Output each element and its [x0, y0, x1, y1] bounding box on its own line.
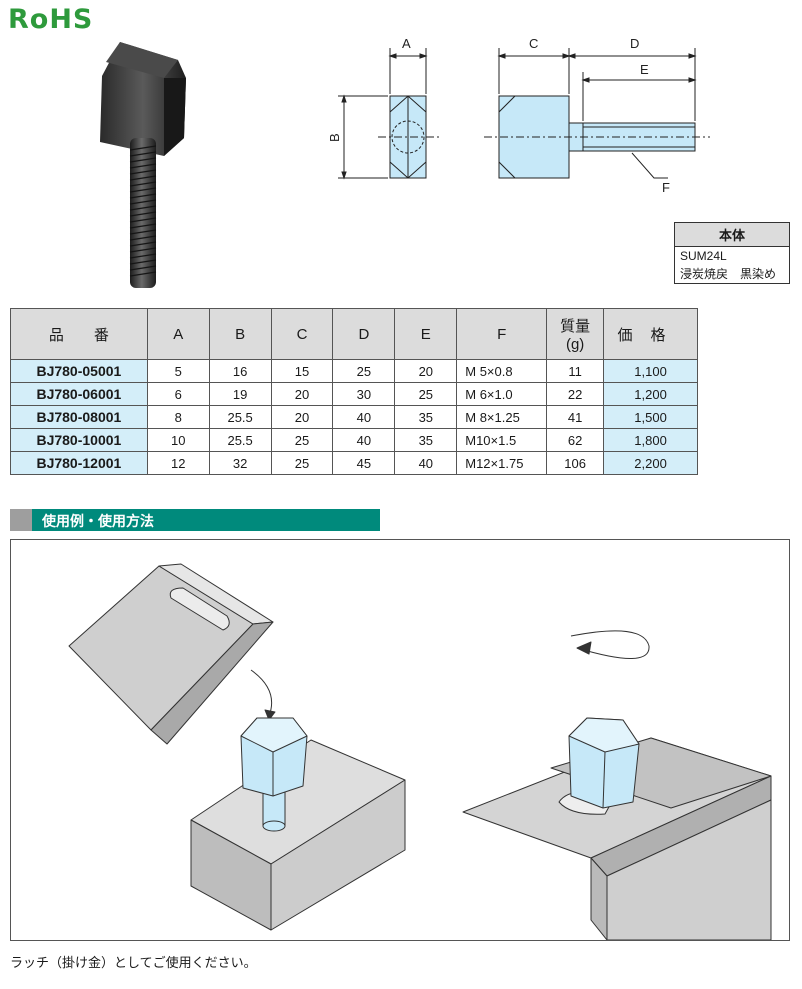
cell-mass: 62	[546, 428, 605, 452]
cell-f: M 8×1.25	[456, 405, 548, 429]
cell-f: M 6×1.0	[456, 382, 548, 406]
table-header-row: 品 番 A B C D E F 質量 (g) 価格	[10, 308, 698, 360]
header-a: A	[146, 308, 210, 360]
cell-a: 12	[146, 451, 210, 475]
cell-c: 25	[270, 451, 334, 475]
header-price: 価格	[603, 308, 698, 360]
cell-price: 1,100	[603, 359, 698, 383]
cell-d: 40	[332, 405, 396, 429]
cell-c: 20	[270, 382, 334, 406]
section-title: 使用例・使用方法	[42, 513, 154, 529]
cell-part-no: BJ780-08001	[10, 405, 148, 429]
cell-mass: 11	[546, 359, 605, 383]
material-line-1: SUM24L	[680, 249, 727, 263]
dim-label-b: B	[327, 133, 342, 142]
material-line-2: 浸炭焼戻 黒染め	[680, 267, 777, 281]
cell-price: 1,200	[603, 382, 698, 406]
cell-part-no: BJ780-06001	[10, 382, 148, 406]
cell-a: 8	[146, 405, 210, 429]
cell-price: 1,500	[603, 405, 698, 429]
cell-e: 35	[394, 405, 458, 429]
cell-price: 2,200	[603, 451, 698, 475]
header-mass-label: 質量	[560, 318, 591, 335]
header-mass-unit: (g)	[565, 336, 585, 353]
cell-c: 15	[270, 359, 334, 383]
cell-price: 1,800	[603, 428, 698, 452]
cell-d: 30	[332, 382, 396, 406]
section-marker	[10, 509, 32, 531]
product-photo	[100, 42, 186, 288]
header-c: C	[270, 308, 334, 360]
cell-c: 20	[270, 405, 334, 429]
cell-b: 16	[208, 359, 272, 383]
plate-slot	[169, 587, 230, 631]
dim-label-f: F	[662, 180, 670, 195]
cell-d: 40	[332, 428, 396, 452]
cell-f: M12×1.75	[456, 451, 548, 475]
rotate-arrow	[576, 641, 592, 655]
material-box: 本体 SUM24L 浸炭焼戻 黒染め	[674, 222, 790, 284]
slotted-plate	[68, 565, 254, 731]
technical-drawing: A B C D E F	[327, 36, 710, 195]
dim-label-e: E	[640, 62, 649, 77]
cell-b: 25.5	[208, 405, 272, 429]
usage-illustration	[68, 563, 772, 941]
cell-b: 32	[208, 451, 272, 475]
cell-b: 25.5	[208, 428, 272, 452]
cell-a: 5	[146, 359, 210, 383]
cell-mass: 22	[546, 382, 605, 406]
dim-label-c: C	[529, 36, 538, 51]
cell-part-no: BJ780-05001	[10, 359, 148, 383]
header-e: E	[394, 308, 458, 360]
cell-f: M10×1.5	[456, 428, 548, 452]
cell-part-no: BJ780-10001	[10, 428, 148, 452]
cell-a: 10	[146, 428, 210, 452]
rohs-logo: RoHS	[8, 4, 94, 35]
cell-a: 6	[146, 382, 210, 406]
cell-mass: 106	[546, 451, 605, 475]
material-header: 本体	[675, 223, 789, 247]
header-b: B	[208, 308, 272, 360]
cell-d: 45	[332, 451, 396, 475]
cell-e: 20	[394, 359, 458, 383]
cell-part-no: BJ780-12001	[10, 451, 148, 475]
usage-illustration-box	[10, 539, 790, 941]
header-mass: 質量 (g)	[546, 308, 605, 360]
cell-e: 40	[394, 451, 458, 475]
header-d: D	[332, 308, 396, 360]
cell-e: 25	[394, 382, 458, 406]
cell-d: 25	[332, 359, 396, 383]
insert-arrow	[264, 709, 276, 721]
usage-caption: ラッチ（掛け金）としてご使用ください。	[10, 955, 257, 970]
cell-mass: 41	[546, 405, 605, 429]
cell-f: M 5×0.8	[456, 359, 548, 383]
section-title-bar: 使用例・使用方法	[10, 509, 380, 531]
dim-label-a: A	[402, 36, 411, 51]
cell-e: 35	[394, 428, 458, 452]
cell-b: 19	[208, 382, 272, 406]
header-f: F	[456, 308, 548, 360]
header-part-no: 品 番	[10, 308, 148, 360]
dim-label-d: D	[630, 36, 639, 51]
cell-c: 25	[270, 428, 334, 452]
